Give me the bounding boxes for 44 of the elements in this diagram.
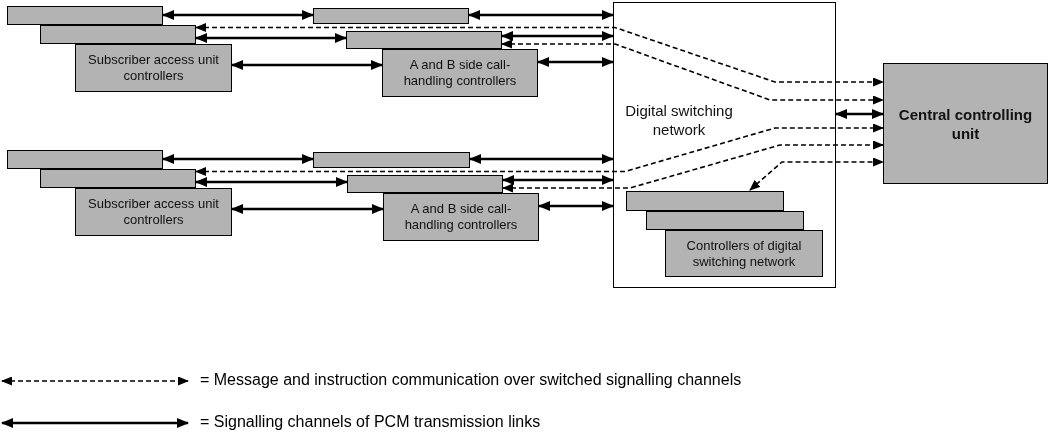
node-label: Central controlling unit xyxy=(897,104,1034,143)
stacked-box xyxy=(313,152,470,168)
node-label: Controllers of digital switching network xyxy=(685,237,803,270)
dashed-arrow xyxy=(195,23,884,87)
arrow xyxy=(195,177,348,187)
node-label: A and B side call-handling controllers xyxy=(402,57,518,89)
arrow xyxy=(538,201,614,211)
controller-box xyxy=(75,44,232,92)
stacked-box xyxy=(347,175,503,193)
stacked-box xyxy=(40,169,196,188)
stacked-box xyxy=(346,31,502,49)
arrow xyxy=(835,109,884,119)
arrow xyxy=(537,57,614,67)
controller-box xyxy=(383,193,539,241)
controller-box xyxy=(665,230,823,277)
arrow xyxy=(469,154,614,164)
node-label: Subscriber access unit controllers xyxy=(87,52,220,84)
node-label: Subscriber access unit controllers xyxy=(87,196,220,228)
arrow xyxy=(231,204,384,214)
legend-text: = Signalling channels of PCM transmission links xyxy=(200,413,541,431)
dashed-arrow xyxy=(502,140,884,193)
network-panel xyxy=(613,2,836,288)
node-label: A and B side call-handling controllers xyxy=(403,201,519,233)
dashed-arrow xyxy=(195,123,884,176)
stacked-box xyxy=(313,8,469,24)
legend-text: = Message and instruction communication over switched signalling channels xyxy=(200,371,742,389)
controller-box xyxy=(382,49,538,97)
controller-box xyxy=(883,63,1048,184)
arrow xyxy=(162,10,314,20)
dashed-arrow xyxy=(501,39,884,105)
stacked-box xyxy=(7,150,163,169)
arrow xyxy=(231,60,383,70)
stacked-box xyxy=(40,25,196,44)
arrow xyxy=(468,10,614,20)
controller-box xyxy=(75,188,232,236)
dashed-arrow xyxy=(749,157,884,191)
stacked-box xyxy=(626,191,784,211)
arrow xyxy=(502,175,614,185)
stacked-box xyxy=(646,211,804,230)
arrow xyxy=(195,33,347,43)
stacked-box xyxy=(7,6,163,25)
node-label: Digital switching network xyxy=(624,101,734,139)
arrow xyxy=(501,31,614,41)
arrow xyxy=(162,154,314,164)
